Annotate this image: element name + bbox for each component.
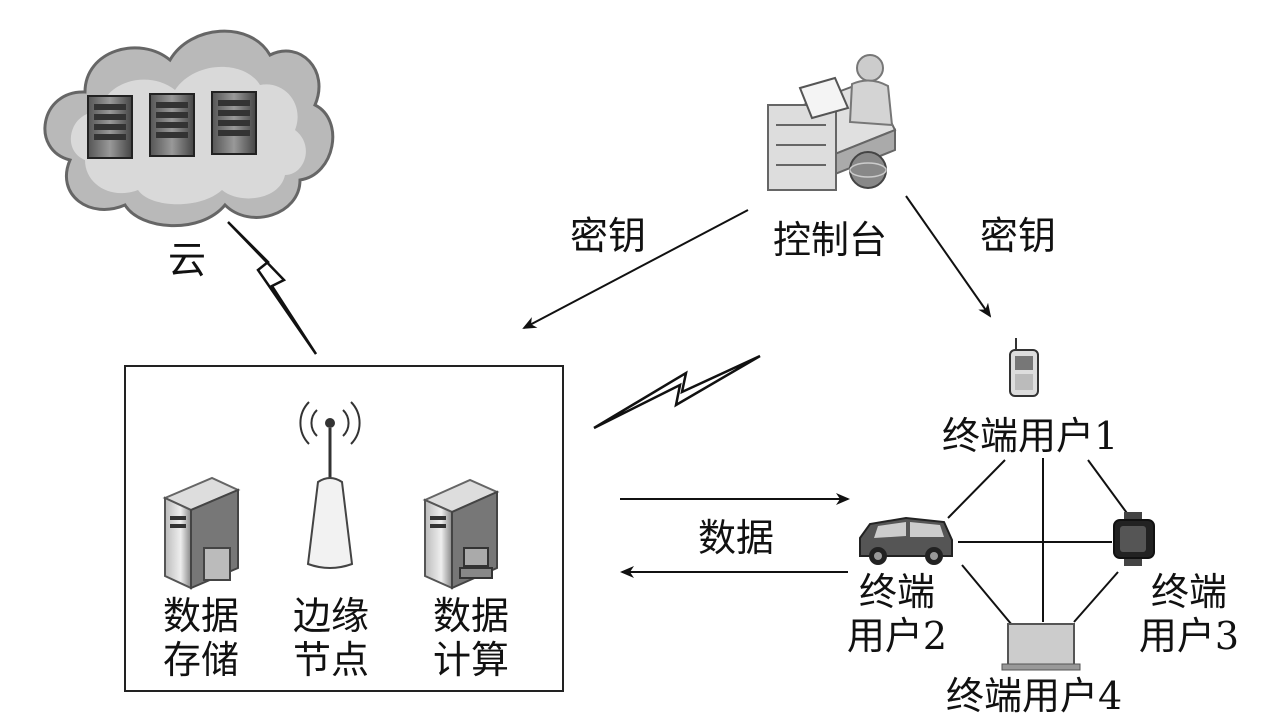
smartwatch-icon — [1113, 512, 1155, 566]
data-compute-label: 数据 计算 — [416, 594, 526, 682]
compute-server-icon — [422, 478, 500, 590]
end-user-4-label: 终端用户4 — [946, 674, 1123, 718]
edge-node-label: 边缘 节点 — [276, 594, 386, 682]
cloud-icon — [43, 29, 335, 228]
data-storage-line1: 数据 — [162, 594, 239, 638]
cloud-server-3-icon — [211, 91, 257, 155]
end-user-3-line2: 用户3 — [1138, 614, 1240, 658]
key-label-right: 密钥 — [980, 214, 1057, 258]
key-label-left: 密钥 — [570, 214, 647, 258]
edge-node-antenna-icon — [299, 401, 361, 569]
data-storage-label: 数据 存储 — [146, 594, 256, 682]
console-label: 控制台 — [773, 218, 888, 262]
laptop-icon — [1001, 623, 1081, 671]
end-user-1-label: 终端用户1 — [942, 414, 1119, 458]
end-user-2-line1: 终端 — [858, 570, 935, 614]
end-user-3-line1: 终端 — [1150, 570, 1227, 614]
data-compute-line2: 计算 — [432, 638, 509, 682]
key-arrow-left — [522, 209, 749, 329]
car-icon — [859, 516, 953, 565]
cloud-server-2-icon — [149, 93, 195, 157]
end-user-3-label: 终端 用户3 — [1134, 570, 1244, 658]
end-user-2-line2: 用户2 — [846, 614, 948, 658]
key-arrow-right — [905, 195, 992, 318]
wireless-link-edge-users — [593, 354, 761, 430]
cloud-server-1-icon — [87, 95, 133, 159]
edge-node-line2: 节点 — [292, 638, 369, 682]
data-flow-label: 数据 — [698, 516, 775, 560]
end-user-2-label: 终端 用户2 — [842, 570, 952, 658]
storage-server-icon — [162, 476, 241, 590]
console-operator-icon — [767, 54, 897, 191]
data-storage-line2: 存储 — [162, 638, 239, 682]
mobile-phone-icon — [1009, 338, 1039, 397]
edge-computing-box — [124, 365, 564, 692]
user-network-links — [947, 458, 1133, 626]
wireless-link-cloud-edge — [227, 221, 318, 355]
data-compute-line1: 数据 — [432, 594, 509, 638]
cloud-label: 云 — [168, 238, 207, 282]
edge-node-line1: 边缘 — [292, 594, 369, 638]
